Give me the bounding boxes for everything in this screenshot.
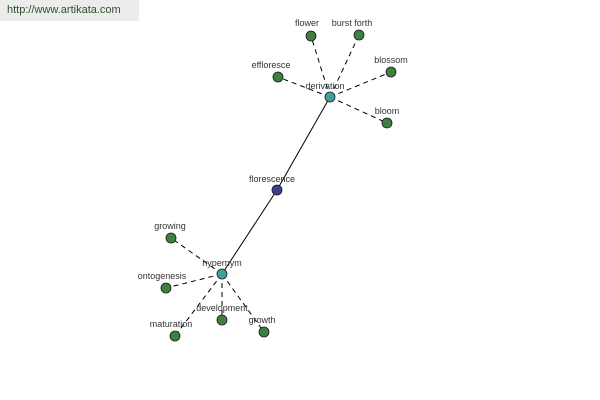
- node-florescence[interactable]: florescence: [249, 174, 295, 196]
- node-label-ontogenesis: ontogenesis: [138, 271, 187, 281]
- node-label-blossom: blossom: [374, 55, 408, 65]
- leaf-node-dot[interactable]: [272, 71, 284, 83]
- node-label-development: development: [196, 303, 248, 313]
- node-label-growth: growth: [248, 315, 275, 325]
- node-label-hypernym: hypernym: [202, 258, 242, 268]
- edge-derivation-bloom: [329, 96, 388, 124]
- leaf-node-dot[interactable]: [305, 30, 317, 42]
- node-label-bloom: bloom: [375, 106, 400, 116]
- edge-derivation-burst-forth: [329, 34, 360, 98]
- leaf-node-dot[interactable]: [385, 66, 397, 78]
- node-hypernym[interactable]: hypernym: [202, 258, 242, 280]
- leaf-node-dot[interactable]: [216, 314, 228, 326]
- node-development[interactable]: development: [196, 303, 248, 326]
- hub-node-dot[interactable]: [324, 91, 336, 103]
- node-growth[interactable]: growth: [248, 315, 276, 338]
- edge-hypernym-growing: [170, 237, 223, 275]
- edge-florescence-hypernym: [221, 189, 278, 275]
- edge-derivation-blossom: [329, 71, 392, 98]
- hub-node-dot[interactable]: [216, 268, 228, 280]
- edge-hypernym-maturation: [174, 273, 223, 337]
- node-blossom[interactable]: blossom: [374, 55, 408, 78]
- leaf-node-dot[interactable]: [381, 117, 393, 129]
- node-label-maturation: maturation: [150, 319, 193, 329]
- node-label-derivation: derivation: [305, 81, 344, 91]
- edge-hypernym-ontogenesis: [165, 273, 223, 289]
- leaf-node-dot[interactable]: [160, 282, 172, 294]
- node-label-flower: flower: [295, 18, 319, 28]
- edge-derivation-flower: [310, 35, 331, 98]
- leaf-node-dot[interactable]: [165, 232, 177, 244]
- node-label-effloresce: effloresce: [252, 60, 291, 70]
- leaf-node-dot[interactable]: [258, 326, 270, 338]
- node-growing[interactable]: growing: [154, 221, 186, 244]
- graph-nodes: flower burst forth effloresce blossom bloom g…: [138, 18, 408, 342]
- edge-hypernym-growth: [221, 273, 265, 333]
- source-url-label[interactable]: http://www.artikata.com: [0, 0, 139, 21]
- leaf-node-dot[interactable]: [169, 330, 181, 342]
- node-flower[interactable]: flower: [295, 18, 319, 42]
- node-bloom[interactable]: bloom: [375, 106, 400, 129]
- leaf-node-dot[interactable]: [353, 29, 365, 41]
- node-label-burst-forth: burst forth: [332, 18, 373, 28]
- node-effloresce[interactable]: effloresce: [252, 60, 291, 83]
- node-derivation[interactable]: derivation: [305, 81, 345, 103]
- node-ontogenesis[interactable]: ontogenesis: [138, 271, 187, 294]
- node-label-florescence: florescence: [249, 174, 295, 184]
- graph-edges: [165, 34, 392, 337]
- node-maturation[interactable]: maturation: [150, 319, 193, 342]
- edge-florescence-derivation: [276, 96, 331, 191]
- node-burst-forth[interactable]: burst forth: [332, 18, 373, 41]
- edge-derivation-effloresce: [277, 76, 331, 98]
- center-node-dot[interactable]: [271, 184, 283, 196]
- node-label-growing: growing: [154, 221, 186, 231]
